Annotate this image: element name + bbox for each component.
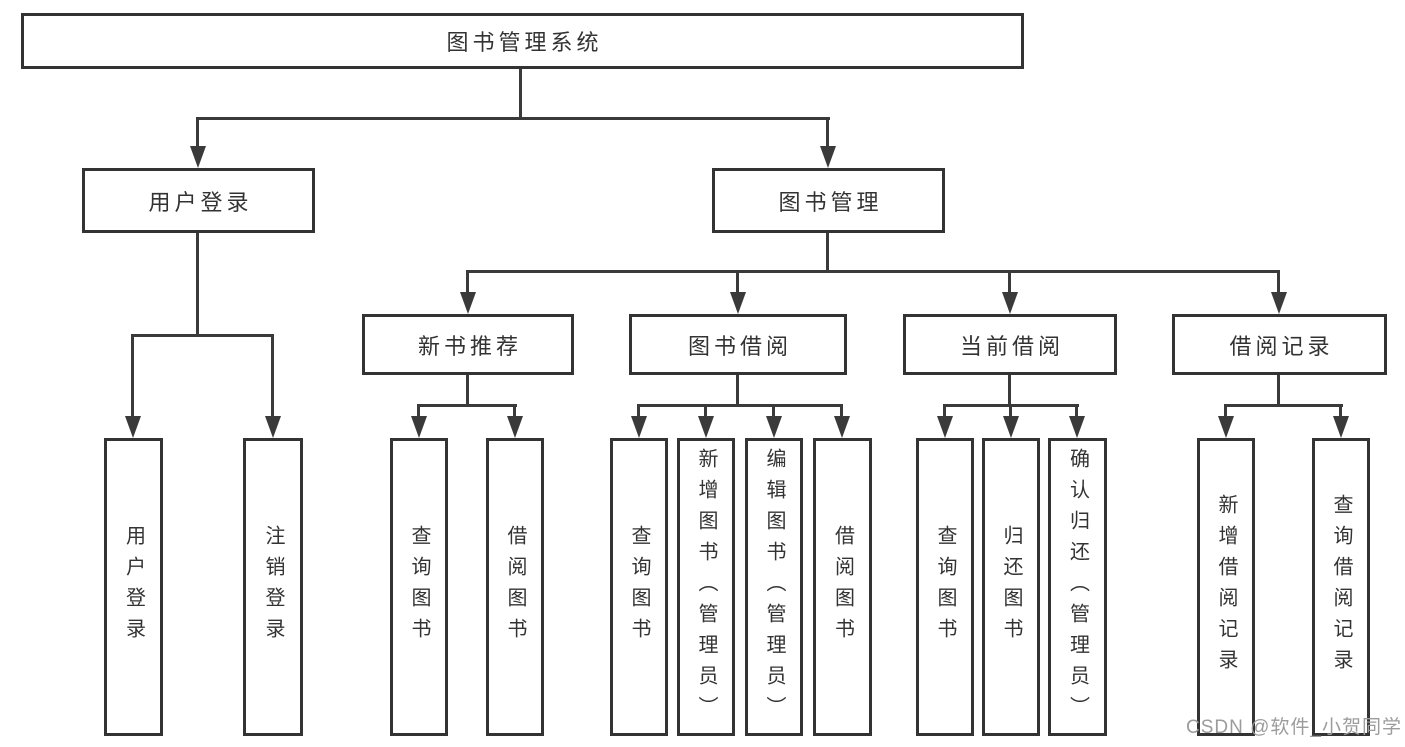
down-arrowhead-icon [1271, 292, 1287, 314]
connector-stem [513, 404, 516, 418]
connector-stem [772, 404, 775, 418]
leaf-user-login: 用户登录 [104, 438, 163, 736]
connector-book-management-stem [826, 233, 829, 273]
leaf-records-query-record: 查询借阅记录 [1312, 438, 1370, 736]
down-arrowhead-icon [631, 416, 647, 438]
down-arrowhead-icon [937, 416, 953, 438]
connector-stem [637, 404, 640, 418]
down-arrowhead-icon [698, 416, 714, 438]
leaf-borrow-borrow-books: 借阅图书 [813, 438, 872, 736]
connector-stem-borrowing-records [1277, 270, 1280, 296]
leaf-current-confirm-return-admin: 确认归还（管理员） [1048, 438, 1107, 736]
leaf-current-query-books: 查询图书 [916, 438, 974, 736]
connector-book-borrowing-branch [637, 404, 843, 407]
connector-stem [1339, 404, 1342, 418]
leaf-borrow-add-books-admin: 新增图书（管理员） [677, 438, 735, 736]
connector-stem-leaf-user-login [131, 334, 134, 419]
node-book-management: 图书管理 [712, 168, 945, 233]
connector-stem [1224, 404, 1227, 418]
leaf-records-add-record: 新增借阅记录 [1197, 438, 1255, 736]
node-borrowing-records: 借阅记录 [1172, 314, 1387, 375]
leaf-recommend-query-books: 查询图书 [390, 438, 448, 736]
connector-stem-user-login [196, 117, 199, 150]
connector-root-stem [519, 69, 522, 119]
connector-stem [943, 404, 946, 418]
down-arrowhead-icon [1002, 292, 1018, 314]
down-arrowhead-icon [125, 416, 141, 438]
down-arrowhead-icon [1003, 416, 1019, 438]
node-book-borrowing: 图书借阅 [629, 314, 847, 375]
down-arrowhead-icon [820, 146, 836, 168]
connector-stem [840, 404, 843, 418]
connector-current-borrowing-stem [1008, 375, 1011, 407]
connector-root-branch [196, 117, 830, 120]
down-arrowhead-icon [730, 292, 746, 314]
down-arrowhead-icon [1333, 416, 1349, 438]
connector-stem-book-borrowing [736, 270, 739, 296]
down-arrowhead-icon [1218, 416, 1234, 438]
connector-stem-current-borrowing [1008, 270, 1011, 296]
connector-stem [417, 404, 420, 418]
down-arrowhead-icon [190, 146, 206, 168]
connector-book-management-branch [466, 270, 1280, 273]
connector-stem-leaf-logout [271, 334, 274, 419]
down-arrowhead-icon [460, 292, 476, 314]
connector-user-login-stem [196, 233, 199, 337]
connector-borrowing-records-branch [1224, 404, 1343, 407]
connector-new-book-stem [466, 375, 469, 407]
connector-stem-new-book [466, 270, 469, 296]
down-arrowhead-icon [834, 416, 850, 438]
connector-stem-book-management [826, 117, 829, 150]
leaf-recommend-borrow-books: 借阅图书 [486, 438, 544, 736]
node-user-login: 用户登录 [82, 168, 315, 233]
csdn-watermark: CSDN @软件_小贺同学 [1186, 717, 1402, 738]
connector-stem [1009, 404, 1012, 418]
down-arrowhead-icon [265, 416, 281, 438]
down-arrowhead-icon [507, 416, 523, 438]
down-arrowhead-icon [411, 416, 427, 438]
node-library-management-system: 图书管理系统 [21, 13, 1024, 69]
node-new-book-recommendation: 新书推荐 [362, 314, 574, 375]
down-arrowhead-icon [766, 416, 782, 438]
connector-new-book-branch [417, 404, 517, 407]
down-arrowhead-icon [1069, 416, 1085, 438]
node-current-borrowing: 当前借阅 [903, 314, 1117, 375]
leaf-borrow-query-books: 查询图书 [610, 438, 668, 736]
connector-borrowing-records-stem [1277, 375, 1280, 407]
leaf-logout: 注销登录 [243, 438, 303, 736]
leaf-borrow-edit-books-admin: 编辑图书（管理员） [745, 438, 803, 736]
connector-stem [1075, 404, 1078, 418]
connector-stem [704, 404, 707, 418]
connector-user-login-branch [131, 334, 274, 337]
connector-book-borrowing-stem [736, 375, 739, 407]
leaf-current-return-books: 归还图书 [982, 438, 1040, 736]
